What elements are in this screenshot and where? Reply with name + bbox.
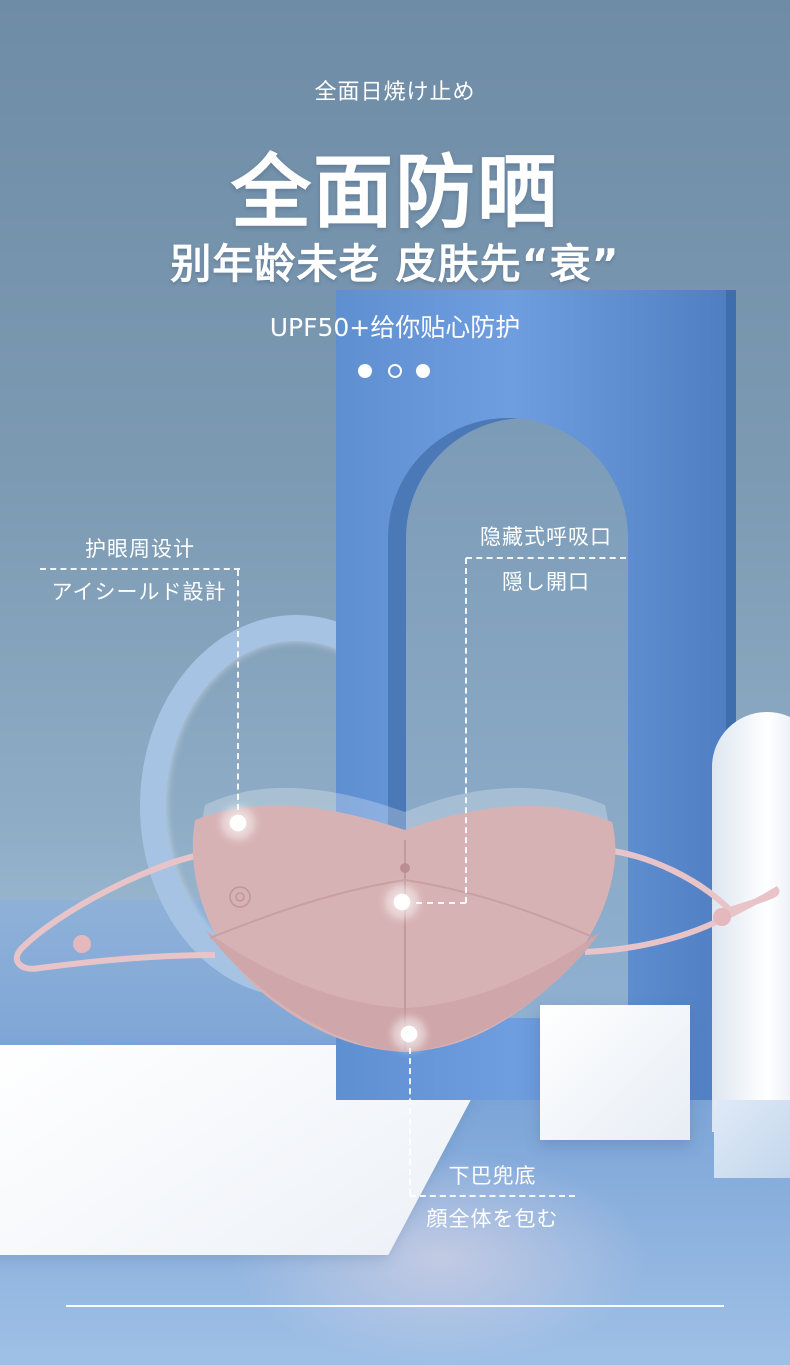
white-cube-prop bbox=[540, 1005, 690, 1140]
right-loop-toggle bbox=[713, 908, 731, 926]
hotspot-icon[interactable] bbox=[394, 1019, 424, 1049]
callout-line bbox=[409, 1048, 411, 1195]
left-ear-loop bbox=[13, 852, 216, 972]
divider-line bbox=[66, 1305, 724, 1307]
mask-eye-shield bbox=[200, 787, 610, 840]
carousel-dot-active[interactable] bbox=[388, 364, 402, 378]
callout-line bbox=[237, 570, 239, 810]
tagline: UPF50+给你贴心防护 bbox=[269, 313, 521, 342]
headline: 全面防晒 bbox=[231, 146, 559, 239]
subheadline: 别年龄未老 皮肤先“衰” bbox=[170, 240, 620, 288]
breathing-label-zh: 隐藏式呼吸口 bbox=[480, 525, 612, 549]
chin-label-zh: 下巴兜底 bbox=[448, 1164, 537, 1188]
breathing-vent bbox=[400, 863, 410, 873]
eye-shield-label-zh: 护眼周设计 bbox=[85, 537, 195, 561]
eye-shield-label-ja: アイシールド設計 bbox=[51, 580, 227, 604]
carousel-dot[interactable] bbox=[416, 364, 430, 378]
callout-line bbox=[416, 902, 466, 904]
left-loop-toggle bbox=[73, 935, 91, 953]
callout-line bbox=[466, 557, 626, 559]
carousel-dot[interactable] bbox=[358, 364, 372, 378]
hotspot-icon[interactable] bbox=[223, 808, 253, 838]
eyebrow-text: 全面日焼け止め bbox=[314, 80, 476, 105]
chin-label-ja: 顔全体を包む bbox=[426, 1207, 559, 1231]
flower-emblem-icon bbox=[229, 886, 251, 908]
callout-line bbox=[40, 568, 240, 570]
callout-line bbox=[465, 558, 467, 903]
mask-seam-side bbox=[209, 878, 596, 939]
small-cube-prop bbox=[714, 1100, 790, 1178]
hotspot-icon[interactable] bbox=[387, 887, 417, 917]
breathing-label-ja: 隠し開口 bbox=[502, 570, 590, 594]
carousel-indicator bbox=[356, 364, 436, 380]
callout-line bbox=[410, 1195, 575, 1197]
right-ear-loop bbox=[584, 847, 780, 955]
